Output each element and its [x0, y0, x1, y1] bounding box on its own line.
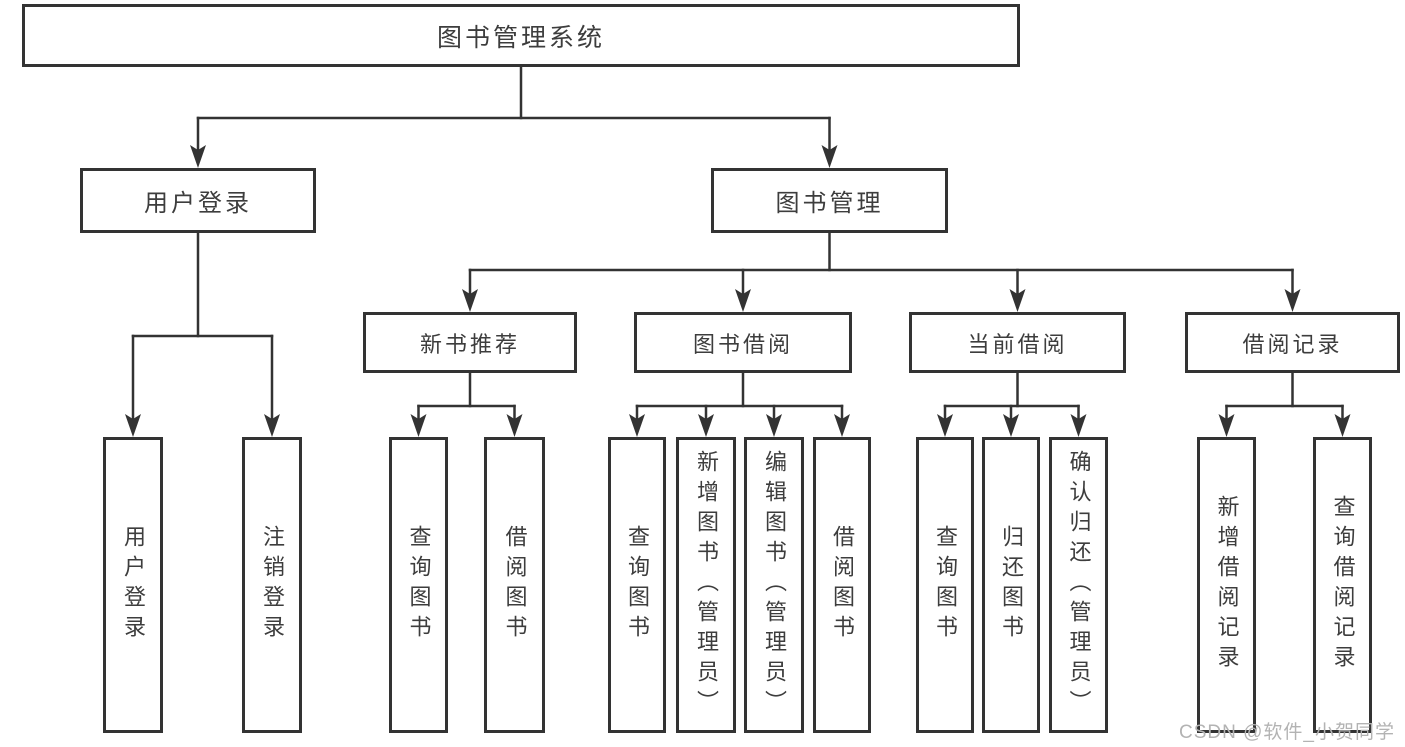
leaf-logout: 注销登录 — [242, 437, 302, 733]
leaf-bb-query-books: 查询图书 — [608, 437, 666, 733]
node-book-borrow: 图书借阅 — [634, 312, 852, 373]
leaf-nbr-borrow-books: 借阅图书 — [484, 437, 545, 733]
watermark: CSDN @软件_小贺同学 — [1179, 722, 1395, 743]
leaf-bb-edit-books-admin: 编辑图书（管理员） — [744, 437, 804, 733]
node-user-login: 用户登录 — [80, 168, 316, 233]
leaf-br-query-record: 查询借阅记录 — [1313, 437, 1372, 733]
node-current-borrow: 当前借阅 — [909, 312, 1126, 373]
leaf-cb-query-books: 查询图书 — [916, 437, 974, 733]
leaf-bb-borrow-books: 借阅图书 — [813, 437, 871, 733]
leaf-cb-confirm-return-admin: 确认归还（管理员） — [1049, 437, 1108, 733]
node-book-management: 图书管理 — [711, 168, 948, 233]
leaf-nbr-query-books: 查询图书 — [389, 437, 448, 733]
leaf-user-login: 用户登录 — [103, 437, 163, 733]
node-root: 图书管理系统 — [22, 4, 1020, 67]
leaf-br-add-record: 新增借阅记录 — [1197, 437, 1256, 733]
node-new-book-recommend: 新书推荐 — [363, 312, 577, 373]
node-borrow-record: 借阅记录 — [1185, 312, 1400, 373]
leaf-cb-return-books: 归还图书 — [982, 437, 1040, 733]
leaf-bb-add-books-admin: 新增图书（管理员） — [676, 437, 736, 733]
